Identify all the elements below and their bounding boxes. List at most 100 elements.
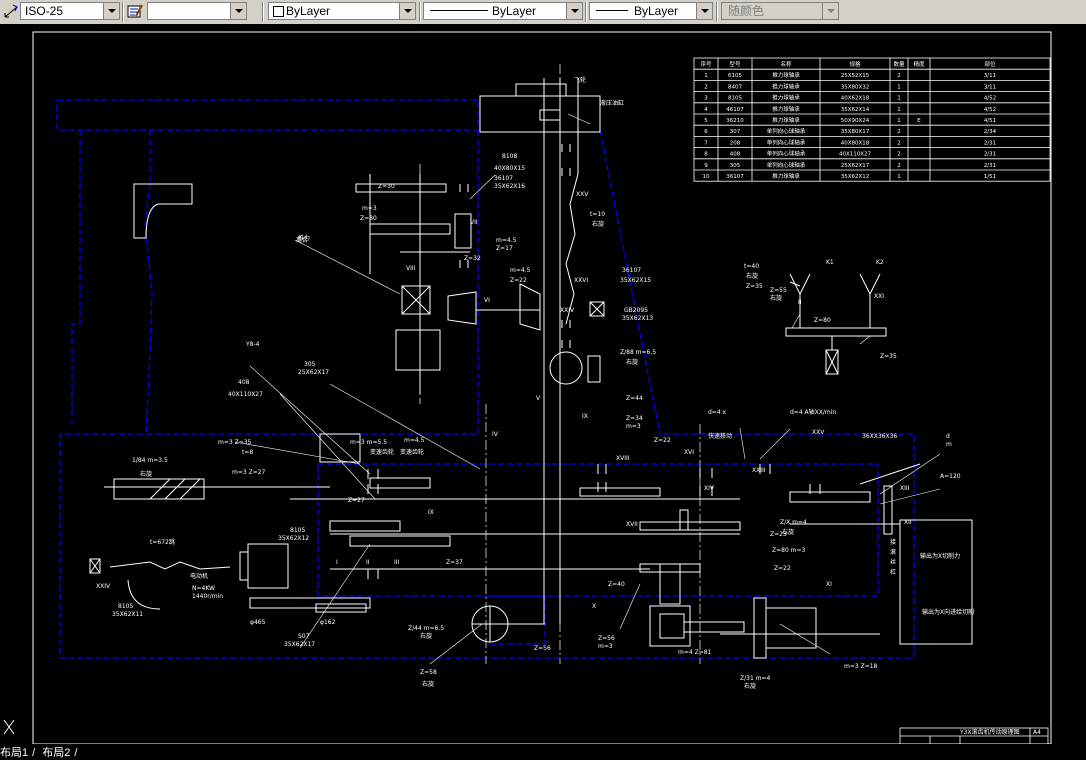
- drawing-label: t=672跳: [150, 538, 175, 546]
- layout-tab-2[interactable]: 布局2: [42, 747, 71, 759]
- separator: [585, 2, 587, 22]
- parts-table-cell: 8105: [728, 96, 742, 102]
- title-block: [899, 727, 1049, 744]
- leader-lines: [234, 113, 941, 665]
- drawing-label: Z=44: [626, 395, 643, 402]
- parts-table-cell: 5: [704, 118, 708, 124]
- linetype-select[interactable]: ByLayer: [423, 2, 583, 20]
- drawing-label: XXIV: [560, 307, 575, 314]
- parts-table-cell: 2/31: [984, 152, 996, 158]
- layer-properties-icon[interactable]: [127, 3, 143, 19]
- drawing-label: Z=30: [378, 183, 395, 190]
- drawing-label: 右旋: [422, 680, 434, 688]
- drawing-label: 36107: [622, 267, 641, 274]
- dimstyle-select[interactable]: ISO-25: [20, 2, 120, 20]
- drawing-label: 8108: [502, 153, 517, 160]
- lineweight-select[interactable]: ByLayer: [589, 2, 713, 20]
- machine-head: [133, 83, 973, 645]
- drawing-label: Z=80 m=3: [772, 547, 806, 554]
- title-block-sheet: A4: [1033, 729, 1041, 736]
- drawing-label: Z=80: [814, 317, 831, 324]
- drawing-label: 35X62X16: [494, 183, 525, 190]
- drawing-label: VI: [484, 297, 490, 304]
- lineweight-value: ByLayer: [634, 4, 679, 18]
- separator: [716, 2, 718, 22]
- parts-table-cell: 推力球轴承: [772, 116, 800, 124]
- parts-table-cell: 46107: [726, 107, 744, 113]
- drawing-label: XVIII: [616, 455, 630, 462]
- drawing-label: Z=56: [534, 645, 551, 652]
- parts-table-cell: 408: [730, 152, 741, 158]
- color-select[interactable]: ByLayer: [268, 2, 416, 20]
- drawing-label: Z=35: [880, 353, 897, 360]
- parts-table-cell: 40X80X18: [841, 140, 870, 146]
- parts-table-cell: 3: [704, 96, 708, 102]
- parts-table-cell: 2: [897, 140, 901, 146]
- drawing-label: Z=32: [464, 255, 481, 262]
- parts-table-header: 名称: [780, 60, 792, 68]
- drawing-label: m=4.5: [510, 267, 531, 274]
- drawing-label: 滚: [890, 548, 896, 556]
- layer-select[interactable]: [147, 2, 247, 20]
- parts-table-header: 部位: [984, 60, 996, 68]
- parts-table-cell: 50X90X24: [841, 118, 870, 124]
- drawing-label: m=3: [598, 643, 613, 650]
- drawing-label: VIII: [406, 265, 416, 272]
- machine-outline: [56, 99, 915, 659]
- plotstyle-value: 随颜色: [728, 4, 765, 18]
- drawing-label: XIV: [704, 485, 715, 492]
- parts-table-cell: 2: [897, 152, 901, 158]
- parts-table-cell: 推力球轴承: [772, 172, 800, 180]
- parts-table-cell: 35X62X14: [841, 107, 870, 113]
- drawing-label: 推力: [298, 234, 310, 242]
- drawing-label: Z=37: [446, 559, 463, 566]
- layout-tabs: 布局1/ 布局2/: [0, 744, 300, 759]
- parts-table-cell: 2: [897, 129, 901, 135]
- parts-table-header: 序号: [700, 60, 712, 68]
- parts-table-cell: 1: [897, 107, 901, 113]
- parts-table-header: 型号: [729, 60, 741, 68]
- drawing-label: 1440r/min: [192, 593, 223, 600]
- parts-table-cell: 40X62X18: [841, 96, 870, 102]
- drawing-label: 35X62X17: [284, 641, 315, 648]
- parts-table-cell: 单列向心球轴承: [767, 161, 806, 169]
- drawing-label: m=4.5: [404, 437, 425, 444]
- drawing-label: Z=80: [360, 215, 377, 222]
- drawing-label: m=3: [362, 205, 377, 212]
- parts-table-cell: 推力球轴承: [772, 105, 800, 113]
- parts-table-cell: 208: [730, 140, 741, 146]
- parts-table-cell: 25X52X15: [841, 73, 870, 79]
- drawing-label: Z=55: [770, 287, 787, 294]
- center-lines: [419, 64, 701, 664]
- layout-tab-1[interactable]: 布局1: [0, 747, 29, 759]
- properties-toolbar: ISO-25 ByLayer ByLayer ByLayer 随颜色: [0, 0, 1086, 25]
- parts-table-cell: 307: [730, 129, 741, 135]
- parts-table-cell: 2/31: [984, 140, 996, 146]
- drawing-label: Z=58: [420, 669, 437, 676]
- drawing-label: 右旋: [746, 272, 758, 280]
- drawing-label: Z=56: [598, 635, 615, 642]
- drawing-label: 右旋: [140, 470, 152, 478]
- parts-table-cell: 6105: [728, 73, 742, 79]
- dimstyle-value: ISO-25: [25, 4, 64, 18]
- title-block-title: Y3X滚齿机传动原理图: [959, 728, 1020, 736]
- drawing-label: XIII: [900, 485, 910, 492]
- chevron-down-icon: [822, 3, 838, 19]
- drawing-label: V: [536, 395, 541, 402]
- parts-table-cell: 单列向心球轴承: [767, 127, 806, 135]
- layout-tab-separator: /: [32, 747, 36, 759]
- chevron-down-icon: [399, 3, 415, 19]
- drawing-label: XVI: [684, 449, 694, 456]
- drawing-label: Z=35: [746, 283, 763, 290]
- drawing-label: Z/44 m=6.5: [408, 625, 444, 632]
- lineweight-sample: [596, 10, 628, 11]
- drawing-label: 8105: [118, 603, 133, 610]
- parts-table-cell: 36210: [726, 118, 744, 124]
- parts-table-cell: 9: [704, 163, 708, 169]
- drawing-label: d=4 x: [708, 409, 727, 416]
- parts-table-cell: 2: [897, 73, 901, 79]
- dimstyle-icon[interactable]: [3, 3, 19, 19]
- color-swatch: [273, 6, 284, 17]
